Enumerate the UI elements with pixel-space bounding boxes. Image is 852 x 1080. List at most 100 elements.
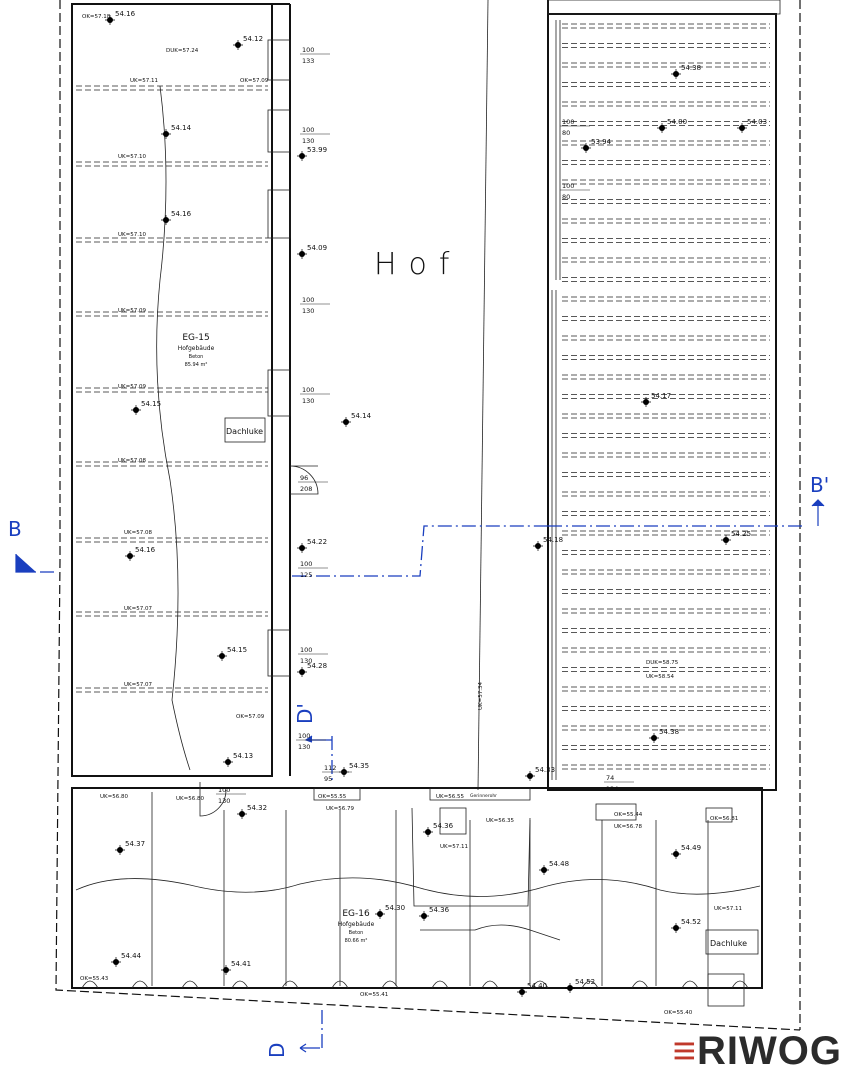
spot-level-marker: 54.03 — [737, 118, 767, 133]
svg-text:80: 80 — [562, 193, 570, 201]
level-annotation: DUK=58.75 — [646, 660, 679, 666]
level-annotation: OK=55.43 — [80, 976, 109, 982]
building-eg15 — [71, 3, 291, 777]
svg-text:124: 124 — [606, 785, 618, 793]
spot-level-marker: 54.12 — [233, 35, 263, 50]
section-line-b — [40, 525, 804, 577]
level-annotation: OK=55.41 — [360, 992, 388, 998]
section-label-d-prime: D' — [293, 703, 317, 724]
room-name: EG-16 — [342, 909, 370, 919]
level-annotation: OK=57.09 — [240, 78, 269, 84]
spot-level-value: 54.14 — [351, 412, 372, 420]
svg-text:100: 100 — [302, 296, 314, 304]
svg-text:100: 100 — [302, 46, 314, 54]
spot-level-marker: 54.48 — [539, 860, 569, 875]
svg-text:130: 130 — [300, 657, 312, 665]
spot-level-marker: 54.18 — [533, 536, 563, 551]
spot-level-marker: 54.49 — [671, 844, 701, 859]
svg-text:130: 130 — [302, 307, 314, 315]
level-annotation: UK=57.11 — [714, 906, 742, 912]
spot-level-marker: 54.52 — [671, 918, 701, 933]
spot-level-value: 54.13 — [233, 752, 253, 760]
spot-level-marker: 54.00 — [657, 118, 687, 133]
spot-level-value: 54.36 — [429, 906, 450, 914]
spot-level-value: 54.16 — [135, 546, 156, 554]
level-annotation: DUK=57.24 — [166, 48, 199, 54]
door-swing — [289, 465, 319, 495]
level-annotation: UK=56.55 — [436, 794, 464, 800]
spot-level-marker: 54.36 — [423, 822, 454, 837]
spot-level-marker: 54.16 — [105, 10, 136, 25]
spot-level-value: 54.15 — [227, 646, 247, 654]
room-area: 80.66 m² — [345, 938, 368, 944]
spot-level-marker: 54.30 — [375, 904, 405, 919]
spot-level-value: 54.38 — [681, 64, 701, 72]
spot-level-marker: 54.44 — [111, 952, 142, 967]
building-right — [547, 0, 781, 791]
spot-level-marker: 54.15 — [217, 646, 247, 661]
svg-text:130: 130 — [302, 397, 314, 405]
level-annotation: UK=57.09 — [118, 384, 146, 390]
spot-level-value: 54.22 — [307, 538, 327, 546]
hatch-label-1: Dachluke — [226, 427, 263, 436]
svg-text:96: 96 — [300, 474, 308, 482]
spot-level-value: 54.16 — [171, 210, 192, 218]
svg-text:100: 100 — [300, 560, 312, 568]
spot-level-value: 53.99 — [307, 146, 327, 154]
spot-level-value: 54.52 — [681, 918, 701, 926]
svg-text:100: 100 — [298, 732, 310, 740]
hatch-label-2: Dachluke — [710, 939, 747, 948]
room-type: Hofgebäude — [338, 921, 375, 928]
section-label-b-prime: B' — [810, 473, 829, 497]
spot-level-value: 54.30 — [385, 904, 405, 912]
spot-level-marker: 54.14 — [161, 124, 192, 139]
spot-level-value: 54.41 — [231, 960, 251, 968]
svg-text:100: 100 — [562, 182, 574, 190]
level-annotation: UK=57.11 — [440, 844, 468, 850]
spot-level-value: 54.00 — [667, 118, 687, 126]
spot-level-value: 54.48 — [549, 860, 569, 868]
spot-level-value: 54.03 — [747, 118, 767, 126]
svg-text:130: 130 — [298, 743, 310, 751]
level-annotation: UK=56.78 — [614, 824, 642, 830]
level-annotation: UK=57.10 — [118, 232, 146, 238]
level-annotation: UK=56.80 — [100, 794, 128, 800]
eg15-roof-strips — [76, 85, 268, 771]
spot-level-value: 54.15 — [141, 400, 161, 408]
spot-level-value: 54.52 — [575, 978, 595, 986]
level-annotation: UK=57.34 — [478, 682, 484, 710]
level-annotation: UK=57.08 — [118, 458, 146, 464]
spot-level-value: 54.35 — [349, 762, 369, 770]
level-annotation: OK=55.40 — [664, 1010, 693, 1016]
spot-level-value: 54.12 — [243, 35, 263, 43]
brand-text: RIWOG — [697, 1029, 842, 1073]
gully-label: Gerinnerohr — [470, 793, 497, 799]
spot-level-marker: 54.15 — [131, 400, 161, 415]
level-annotation: UK=57.07 — [124, 606, 152, 612]
spot-level-value: 54.18 — [543, 536, 563, 544]
svg-text:208: 208 — [300, 485, 312, 493]
property-boundary — [55, 0, 801, 1031]
room-type: Hofgebäude — [178, 345, 215, 352]
level-annotation: UK=57.11 — [130, 78, 158, 84]
section-label-d: D — [265, 1043, 289, 1058]
spot-level-marker: 54.33 — [525, 766, 555, 781]
room-name: EG-15 — [182, 333, 209, 343]
level-annotation: UK=57.08 — [124, 530, 152, 536]
spot-level-marker: 53.94 — [581, 138, 612, 153]
level-annotation: UK=57.10 — [118, 154, 146, 160]
svg-text:125: 125 — [300, 571, 312, 579]
svg-text:74: 74 — [606, 774, 614, 782]
spot-level-marker: 54.14 — [341, 412, 372, 427]
svg-text:130: 130 — [218, 797, 230, 805]
